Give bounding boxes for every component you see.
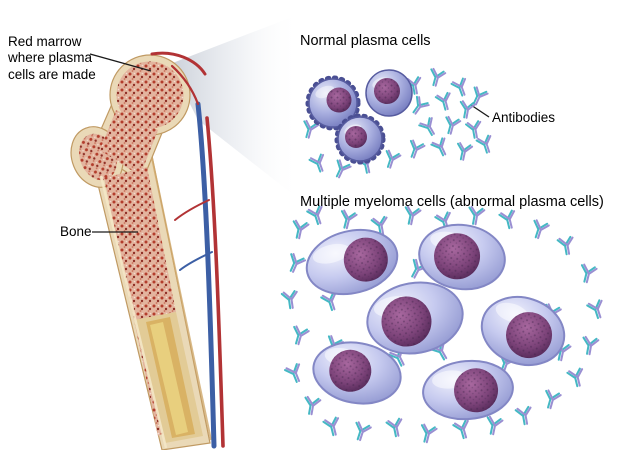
- antibody-y-icon: [301, 395, 322, 417]
- red-vessel-branch: [170, 64, 200, 106]
- antibody-y-icon: [434, 91, 455, 113]
- antibody-y-icon: [429, 136, 452, 159]
- antibody-y-icon: [540, 388, 563, 411]
- antibody-y-icon: [283, 362, 306, 386]
- antibodies-label: Antibodies: [492, 110, 556, 125]
- red-marrow-label: Red marrow where plasma cells are made: [8, 34, 96, 82]
- myeloma-cell: [480, 296, 566, 366]
- red-vessel-head-arc: [150, 51, 207, 76]
- antibody-y-icon: [308, 152, 330, 175]
- antibody-y-icon: [289, 219, 310, 241]
- myeloma-cell: [422, 359, 514, 421]
- antibody-y-icon: [381, 149, 402, 171]
- blood-vessels: [150, 51, 225, 449]
- antibody-y-icon: [350, 420, 373, 444]
- zoom-wedge: [170, 14, 300, 200]
- antibody-y-icon: [385, 417, 406, 439]
- normal-plasma-cells-heading: Normal plasma cells: [300, 33, 431, 49]
- red-vessel: [205, 116, 225, 448]
- myeloma-cell: [312, 341, 402, 405]
- antibody-y-icon: [417, 423, 438, 445]
- normal-plasma-cell: [305, 75, 361, 131]
- antibody-y-icon: [280, 289, 300, 311]
- antibody-y-icon: [451, 418, 474, 441]
- antibody-y-icon: [404, 138, 426, 161]
- normal-plasma-cells-group: [305, 69, 413, 165]
- antibody-y-icon: [457, 99, 477, 120]
- antibody-y-icon: [475, 134, 496, 156]
- blue-vessel: [195, 101, 217, 449]
- blue-nutrient-vessel: [179, 251, 213, 271]
- red-marrow-pointer-line: [89, 53, 152, 72]
- antibody-y-icon: [579, 335, 600, 357]
- antibody-y-icon: [330, 158, 353, 181]
- myeloma-cell: [418, 223, 506, 291]
- antibody-y-icon: [585, 298, 608, 322]
- red-nutrient-vessel: [174, 199, 210, 221]
- antibody-y-icon: [441, 115, 462, 137]
- antibody-y-icon: [288, 324, 311, 347]
- antibody-y-icon: [514, 405, 535, 427]
- antibody-y-icon: [483, 415, 504, 437]
- antibody-y-icon: [283, 252, 307, 276]
- myeloma-cell: [305, 228, 399, 296]
- antibody-y-icon: [337, 209, 358, 231]
- bone-label: Bone: [60, 224, 92, 239]
- antibody-y-icon: [464, 119, 484, 140]
- antibody-y-icon: [450, 76, 472, 99]
- myeloma-cells-group: [305, 223, 566, 421]
- antibody-y-icon: [577, 263, 598, 285]
- antibodies-pointer-line: [470, 104, 490, 118]
- antibody-y-icon: [556, 235, 577, 257]
- antibody-y-icon: [498, 209, 519, 231]
- normal-plasma-cell: [365, 69, 413, 117]
- antibody-y-icon: [426, 67, 447, 89]
- myeloma-cell: [366, 281, 464, 355]
- yellow-marrow-canal: [99, 157, 212, 449]
- pointer-lines: [89, 53, 490, 233]
- antibody-y-icon: [322, 416, 343, 438]
- antibody-y-icon: [453, 141, 474, 163]
- antibody-y-icon: [566, 367, 587, 389]
- antibody-y-icon: [417, 116, 441, 140]
- antibody-y-icon: [528, 218, 551, 242]
- myeloma-cells-heading: Multiple myeloma cells (abnormal plasma …: [300, 194, 604, 210]
- normal-plasma-cell: [334, 113, 386, 165]
